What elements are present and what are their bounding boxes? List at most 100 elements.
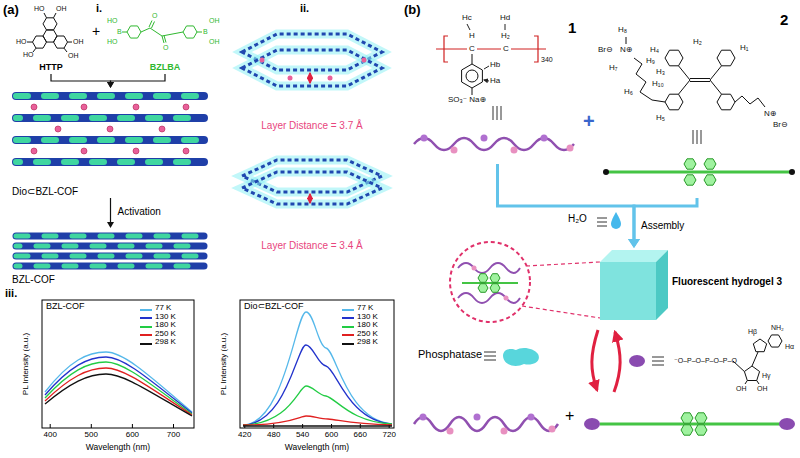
stack-panel: BZL-COF [8, 228, 213, 286]
http-structure [54, 36, 68, 48]
dioxane-guest [159, 126, 165, 132]
tick-label: 420 [238, 431, 251, 440]
magnifier [478, 284, 488, 293]
ion-label: N⊕ [620, 46, 632, 55]
magnifier [522, 306, 600, 318]
pl-curve [243, 345, 392, 425]
node-text: Layer Distance = 3.7 Å [261, 120, 362, 131]
edge-label: Activation [116, 206, 163, 217]
hexagonal-layers [242, 50, 382, 86]
released-tpe [695, 413, 707, 423]
legend-line [140, 317, 152, 319]
bzlba-structure [183, 26, 197, 38]
arrow-head [628, 239, 640, 248]
panel-letter: (b) [404, 3, 421, 17]
atom-label: HO [16, 38, 27, 46]
dioxane-guest [31, 148, 37, 154]
http-structure [27, 13, 72, 52]
magnifier [490, 274, 500, 283]
cof-stack [16, 244, 204, 249]
legend-text: 180 K [155, 321, 176, 330]
released-polymer [420, 414, 427, 421]
dioxane-guest [133, 104, 139, 110]
tick-label: 600 [325, 431, 338, 440]
polymer-structure [462, 64, 483, 88]
atom-label: ⁻O–P–O–P–O–P–O [674, 357, 737, 365]
atom-label: C [503, 45, 509, 54]
tick-label: 540 [296, 431, 309, 440]
tpe-structure [665, 50, 683, 66]
edge-label: Assembly [639, 220, 686, 231]
chart-axes [240, 300, 394, 428]
pl-curve [45, 357, 192, 413]
node-text: Dio⊂BZL-COF [244, 302, 304, 312]
proton-label: Hγ [762, 372, 771, 380]
atom-label: OH [209, 38, 220, 46]
reversible-arrows [592, 330, 620, 392]
group-label: SO₃⁻ Na⊕ [448, 96, 486, 105]
atom-label: O [152, 12, 157, 20]
atom-label: OH [73, 38, 84, 46]
proton-label: H₄ [650, 46, 659, 55]
cof-stack [16, 92, 204, 100]
cof-stack [16, 253, 204, 260]
atom-label: H [469, 32, 475, 41]
atp-structure [768, 335, 782, 347]
connector [498, 164, 634, 240]
dioxane-guest [81, 104, 87, 110]
tpe-cartoon [603, 159, 795, 185]
water-drop [597, 218, 607, 226]
tick-label: 500 [85, 431, 98, 440]
tick-label: 720 [383, 431, 396, 440]
atp-symbol [629, 355, 664, 367]
legend-line [140, 309, 152, 311]
atom-label: OH [736, 385, 747, 393]
polymer-chain [414, 135, 574, 154]
magnifier [526, 262, 600, 266]
tick-label: 480 [267, 431, 280, 440]
phosphatase-symbol [503, 348, 539, 366]
node-text: Fluorescent hydrogel 3 [672, 276, 782, 287]
proton-label: H₈ [618, 26, 627, 35]
proton-label: H₃ [656, 68, 665, 77]
node-text: 2 [780, 12, 788, 29]
atom-label: HO [23, 51, 34, 59]
tpe-cartoon [603, 169, 609, 175]
proton-label: H₆ [624, 88, 633, 97]
atp-structure [753, 339, 766, 352]
atom-label: B [117, 28, 122, 36]
tpe-cartoon [704, 159, 716, 169]
dioxane-guest [133, 148, 139, 154]
legend-text: 180 K [357, 321, 378, 330]
tpe-structure [693, 130, 701, 144]
released-polymer [414, 414, 558, 435]
pl-curve [45, 374, 192, 416]
plus-sign: + [583, 110, 595, 132]
repeat-number: 340 [541, 56, 553, 64]
magnifier [458, 263, 520, 273]
atom-label: C [469, 45, 475, 54]
node-text: Layer Distance = 3.4 Å [261, 240, 362, 251]
proton-label: H₅ [656, 114, 665, 123]
dioxane-guest [31, 104, 37, 110]
axis-title: PL Intensity (a.u.) [220, 333, 229, 395]
dioxane-guest [55, 126, 61, 132]
released-polymer [501, 428, 508, 435]
atom-label: OH [757, 385, 768, 393]
node-text: BZLBA [150, 63, 181, 73]
polymer-structure [467, 24, 505, 81]
chart-axes [42, 300, 194, 428]
magnifier [462, 282, 518, 284]
arrow-head [107, 222, 114, 228]
cof-stack [16, 159, 204, 165]
legend-text: 250 K [155, 330, 176, 339]
magnifier [472, 266, 477, 271]
hexagonal-layers [242, 172, 382, 204]
atp-structure [733, 335, 782, 384]
node-text: HTTP [39, 63, 63, 73]
polymer-structure [472, 54, 473, 95]
ion-label: Br⊖ [598, 46, 613, 55]
legend-text: 77 K [155, 304, 171, 313]
legend-text: 298 K [357, 338, 378, 347]
legend-text: 298 K [155, 338, 176, 347]
